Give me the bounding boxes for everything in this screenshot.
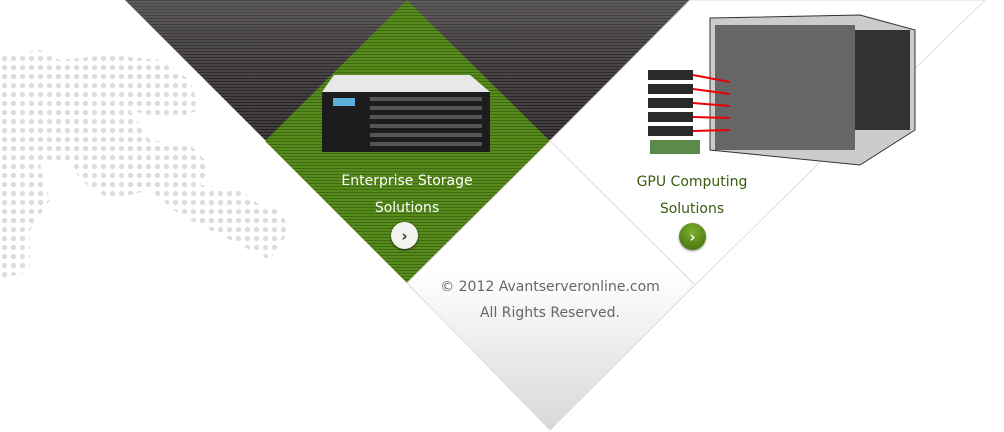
world-map-dots — [0, 50, 290, 280]
storage-tile-title[interactable]: Enterprise Storage Solutions — [297, 168, 517, 222]
gpu-title-line1: GPU Computing — [636, 174, 748, 190]
gpu-more-button[interactable]: › — [679, 223, 706, 250]
gpu-tile-title[interactable]: GPU Computing Solutions — [582, 169, 802, 223]
gpu-title-line2: Solutions — [659, 201, 725, 217]
storage-title-line1: Enterprise Storage — [341, 173, 473, 189]
storage-more-button[interactable]: › — [391, 222, 418, 249]
chevron-right-icon: › — [401, 226, 408, 245]
footer-diamond — [406, 140, 696, 431]
storage-server-image — [322, 75, 490, 152]
rights-line: All Rights Reserved. — [479, 305, 621, 321]
chevron-right-icon: › — [689, 227, 696, 246]
storage-title-line2: Solutions — [374, 200, 440, 216]
footer-copyright: © 2012 Avantserveronline.com All Rights … — [405, 274, 695, 326]
gpu-server-image — [648, 14, 916, 166]
copyright-line: © 2012 Avantserveronline.com — [440, 279, 660, 295]
